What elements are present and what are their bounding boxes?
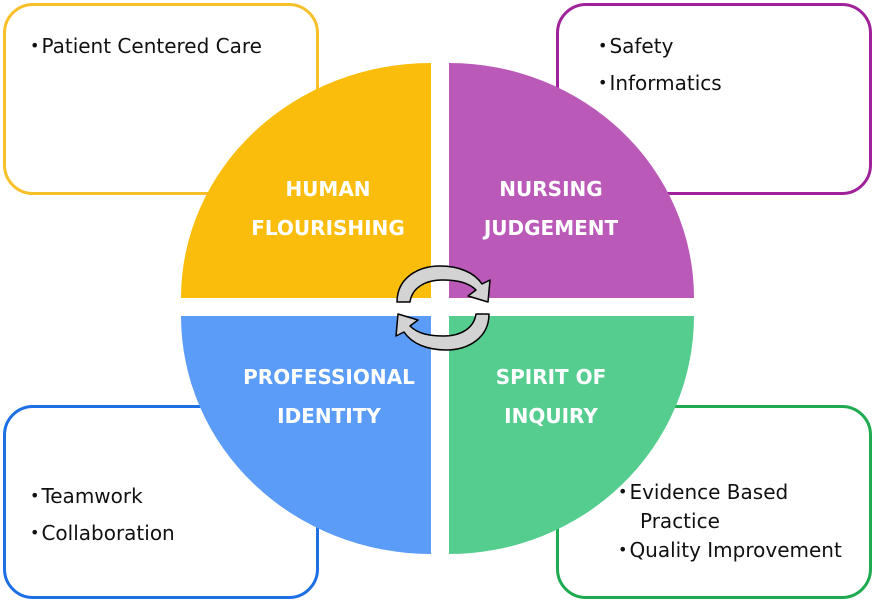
list-item: •Patient Centered Care <box>30 34 262 60</box>
quadrant-label-line1: NURSING <box>499 177 602 201</box>
bullet: • <box>30 523 40 542</box>
list-item-continuation: Practice <box>640 509 720 533</box>
bullet: • <box>598 36 608 55</box>
list-item-label: Teamwork <box>41 484 143 508</box>
circular-arrows-icon <box>395 265 491 351</box>
quadrant-human-flourishing <box>181 63 431 298</box>
quadrant-label-line2: JUDGEMENT <box>482 216 619 240</box>
bullet: • <box>618 482 628 501</box>
list-item-label: Patient Centered Care <box>41 34 262 58</box>
list-item-label: Practice <box>640 509 720 533</box>
list-item: •Quality Improvement <box>618 538 842 564</box>
list-item-label: Collaboration <box>41 521 175 545</box>
list-item-label: Safety <box>609 34 674 58</box>
top-left-box <box>3 3 319 195</box>
list-item: •Evidence Based <box>618 480 788 506</box>
quadrant-label-line1: SPIRIT OF <box>496 365 607 389</box>
bullet: • <box>598 73 608 92</box>
quadrant-professional-identity <box>181 316 431 554</box>
quadrant-label-line2: INQUIRY <box>504 404 598 428</box>
list-item: •Informatics <box>598 71 722 97</box>
quadrant-spirit-of-inquiry <box>449 316 694 554</box>
bullet: • <box>618 540 628 559</box>
bullet: • <box>30 36 40 55</box>
list-item: •Collaboration <box>30 521 175 547</box>
quadrant-label-line1: HUMAN <box>285 177 370 201</box>
quadrant-nursing-judgement <box>449 63 694 298</box>
list-item: •Safety <box>598 34 673 60</box>
quadrant-label-line1: PROFESSIONAL <box>243 365 415 389</box>
list-item-label: Informatics <box>609 71 722 95</box>
list-item-label: Quality Improvement <box>629 538 842 562</box>
quadrant-label-line2: FLOURISHING <box>251 216 405 240</box>
list-item-label: Evidence Based <box>629 480 789 504</box>
bullet: • <box>30 486 40 505</box>
quadrant-label-line2: IDENTITY <box>277 404 381 428</box>
list-item: •Teamwork <box>30 484 143 510</box>
